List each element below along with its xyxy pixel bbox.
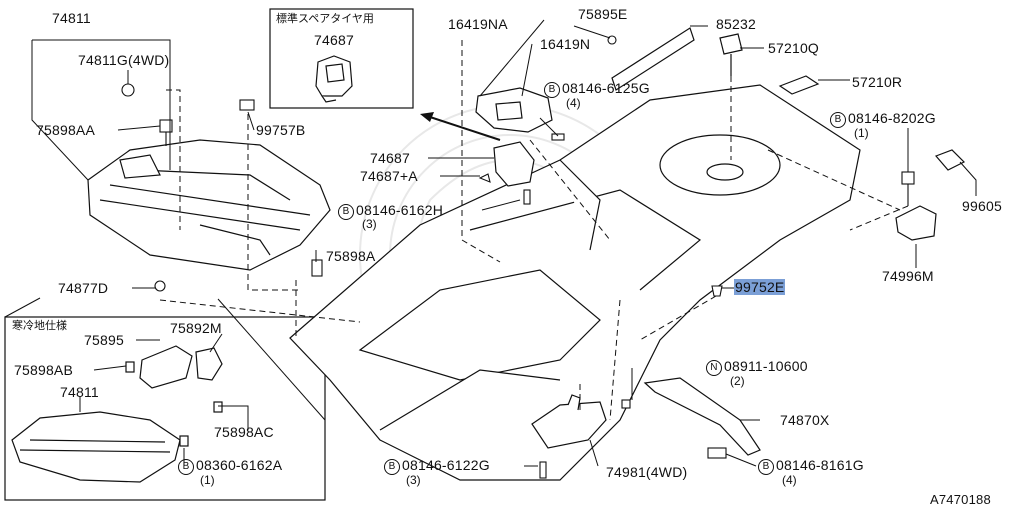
part-label-99752e[interactable]: 99752E [734, 279, 786, 295]
under-cover-drawing [87, 139, 331, 271]
part-label-74811-cold[interactable]: 74811 [60, 384, 99, 400]
part-number-text: 08146-8161G [776, 457, 864, 473]
bolt-mark-b: B [338, 204, 354, 220]
part-label-99757b[interactable]: 99757B [256, 122, 306, 138]
part-label-99605[interactable]: 99605 [962, 198, 1002, 214]
pad-57210r [778, 75, 820, 95]
part-label-75898ac[interactable]: 75898AC [214, 424, 274, 440]
inset-box-cold-climate [4, 316, 326, 501]
plug-57210q [719, 33, 743, 76]
bracket-16419 [475, 87, 553, 133]
inset-top-part[interactable]: 74687 [314, 32, 354, 48]
qty-08146-6162h: (3) [362, 217, 377, 231]
qty-08360-6162a: (1) [200, 473, 215, 487]
bracket-74687 [493, 141, 535, 187]
strip-85232 [611, 27, 695, 91]
bolt-mark-b: B [178, 459, 194, 475]
part-label-16419n[interactable]: 16419N [540, 36, 591, 52]
bolt-mark-b: B [830, 112, 846, 128]
part-number-text: 08146-8202G [848, 110, 936, 126]
qty-08146-6125g: (4) [566, 96, 581, 110]
plate-99605 [934, 149, 966, 171]
part-label-74687[interactable]: 74687 [370, 150, 410, 166]
part-label-57210r[interactable]: 57210R [852, 74, 903, 90]
part-label-75895e[interactable]: 75895E [578, 6, 628, 22]
inset-callout-line-2 [217, 298, 326, 421]
qty-08146-6122g: (3) [406, 473, 421, 487]
part-label-74877d[interactable]: 74877D [58, 280, 109, 296]
part-number-text: 08360-6162A [196, 457, 283, 473]
floor-panel-drawing [289, 84, 861, 481]
fasteners [121, 35, 915, 479]
part-label-75898a[interactable]: 75898A [326, 248, 376, 264]
part-label-74811[interactable]: 74811 [52, 10, 91, 26]
jack-bracket-74981 [531, 394, 607, 449]
part-label-75898ab[interactable]: 75898AB [14, 362, 74, 378]
qty-08146-8202g: (1) [854, 126, 869, 140]
cold-climate-cover-drawing [11, 345, 223, 483]
bolt-mark-b: B [758, 459, 774, 475]
part-label-75898aa[interactable]: 75898AA [36, 122, 96, 138]
inset-top-title: 標準スペアタイヤ用 [276, 13, 374, 25]
part-label-74996m[interactable]: 74996M [882, 268, 934, 284]
diagram-id: A7470188 [930, 492, 991, 507]
part-label-16419na[interactable]: 16419NA [448, 16, 508, 32]
spare-tire-bracket-drawing [315, 55, 353, 103]
part-label-57210q[interactable]: 57210Q [768, 40, 820, 56]
bracket-74996m [895, 205, 937, 241]
inset-callout-line [4, 297, 41, 318]
qty-08911-10600: (2) [730, 374, 745, 388]
bolt-mark-b: B [544, 82, 560, 98]
part-label-74811g[interactable]: 74811G(4WD) [78, 52, 170, 68]
reference-arrow [420, 112, 501, 141]
inset-bottom-title: 寒冷地仕様 [12, 320, 67, 332]
part-number-text: 08146-6162H [356, 202, 444, 218]
part-number-text: 08911-10600 [724, 358, 808, 374]
part-label-85232[interactable]: 85232 [716, 16, 756, 32]
highlighted-part-number: 99752E [734, 279, 786, 295]
part-number-text: 08146-6125G [562, 80, 650, 96]
part-number-text: 08146-6122G [402, 457, 490, 473]
qty-08146-8161g: (4) [782, 473, 797, 487]
nut-mark-n: N [706, 360, 722, 376]
stay-74870x [643, 377, 761, 456]
part-label-75895[interactable]: 75895 [84, 332, 124, 348]
part-label-74981[interactable]: 74981(4WD) [606, 464, 688, 480]
part-label-74687a[interactable]: 74687+A [360, 168, 418, 184]
bolt-mark-b: B [384, 459, 400, 475]
part-label-75892m[interactable]: 75892M [170, 320, 222, 336]
dashed-guide-lines [159, 40, 909, 421]
leader-lines [31, 19, 977, 467]
part-label-74870x[interactable]: 74870X [780, 412, 830, 428]
